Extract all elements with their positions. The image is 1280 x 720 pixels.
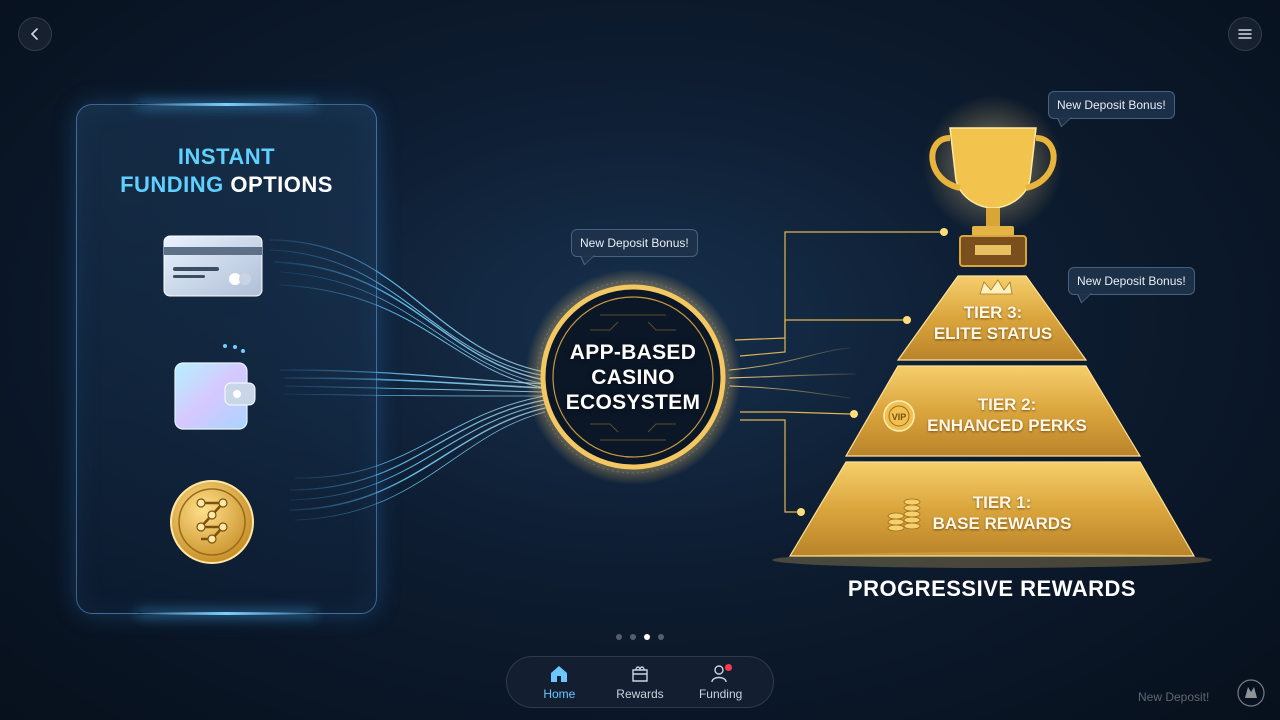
casino-ecosystem-hub[interactable]: APP-BASED CASINO ECOSYSTEM (536, 288, 730, 466)
deposit-bonus-tag-trophy[interactable]: New Deposit Bonus! (1048, 91, 1175, 119)
crown-icon (979, 279, 1013, 295)
funding-user-icon (710, 663, 732, 684)
menu-button[interactable] (1228, 17, 1262, 51)
deposit-bonus-tag-tier3[interactable]: New Deposit Bonus! (1068, 267, 1195, 295)
funding-title-word-options: OPTIONS (230, 172, 333, 197)
funding-options-panel: INSTANT FUNDING OPTIONS (76, 103, 377, 615)
page-dot-2[interactable] (630, 634, 636, 640)
nav-home[interactable]: Home (521, 664, 597, 701)
back-button[interactable] (18, 17, 52, 51)
hub-label-line3: ECOSYSTEM (565, 391, 701, 414)
rewards-icon (632, 665, 648, 682)
hub-label-line2: CASINO (591, 366, 675, 389)
nav-rewards-label: Rewards (616, 686, 664, 701)
tier-2-label[interactable]: TIER 2: ENHANCED PERKS (912, 394, 1102, 436)
hub-label: APP-BASED CASINO ECOSYSTEM (536, 340, 730, 415)
svg-text:VIP: VIP (892, 412, 907, 422)
tier-1-number: TIER 1: (972, 493, 1032, 512)
coin-stack-icon (887, 498, 921, 532)
page-dot-1[interactable] (616, 634, 622, 640)
tier-3-label[interactable]: TIER 3: ELITE STATUS (918, 302, 1068, 344)
progressive-rewards-title: PROGRESSIVE REWARDS (847, 576, 1137, 601)
nav-funding-label: Funding (698, 686, 743, 701)
funding-title-word-funding: FUNDING (120, 172, 224, 197)
crypto-coin-icon[interactable] (169, 479, 255, 565)
tier-3-name: ELITE STATUS (933, 324, 1053, 343)
hamburger-menu-icon (1238, 29, 1252, 39)
page-dot-4[interactable] (658, 634, 664, 640)
vip-badge-icon: VIP (883, 400, 915, 432)
page-dot-3[interactable] (644, 634, 650, 640)
tier-1-label[interactable]: TIER 1: BASE REWARDS (922, 492, 1082, 534)
bottom-navigation: Home Rewards Funding (506, 656, 774, 708)
footer-note: New Deposit! (1138, 690, 1210, 704)
tier-3-number: TIER 3: (963, 303, 1023, 322)
tier-2-name: ENHANCED PERKS (927, 416, 1087, 435)
nav-rewards[interactable]: Rewards (602, 664, 678, 701)
brand-logo-icon (1237, 679, 1265, 707)
home-icon (551, 665, 568, 682)
deposit-bonus-tag-center[interactable]: New Deposit Bonus! (571, 229, 698, 257)
wallet-icon[interactable] (169, 343, 259, 435)
notification-dot (724, 663, 732, 671)
nav-home-label: Home (543, 686, 576, 701)
pagination-dots (612, 632, 668, 642)
tier-1-name: BASE REWARDS (932, 514, 1072, 533)
chevron-left-icon (30, 28, 38, 40)
hub-label-line1: APP-BASED (569, 341, 697, 364)
funding-title: INSTANT FUNDING OPTIONS (77, 143, 376, 199)
nav-funding[interactable]: Funding (683, 663, 759, 701)
trophy (923, 95, 1063, 267)
credit-card-icon[interactable] (163, 235, 263, 297)
funding-title-line1: INSTANT (177, 144, 276, 169)
tier-2-number: TIER 2: (977, 395, 1037, 414)
